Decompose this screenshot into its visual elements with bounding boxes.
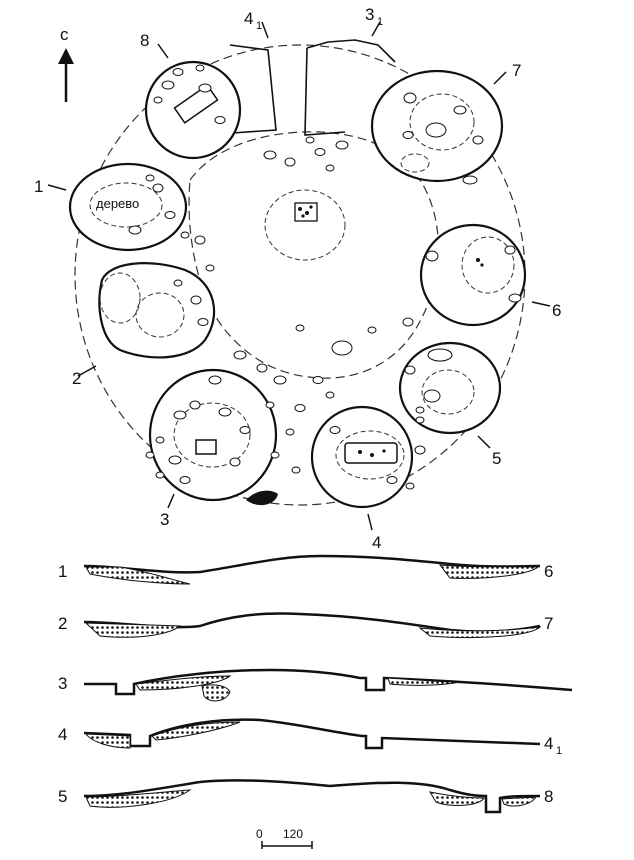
- label-leaders: [47, 21, 551, 531]
- label-pit-7: 7: [512, 61, 521, 80]
- label-pit-4: 4: [372, 533, 381, 552]
- pit-6: [419, 223, 527, 327]
- wood-label: дерево: [96, 196, 139, 211]
- label-pit-6: 6: [552, 301, 561, 320]
- label-pit-8: 8: [140, 31, 149, 50]
- label-passage-4-1: 4: [244, 9, 253, 28]
- pit-8: [144, 60, 242, 160]
- scale-bar: 0 120: [256, 827, 313, 849]
- profile-1-left-label: 1: [58, 562, 67, 581]
- label-passage-3-1-sub: 1: [377, 16, 383, 28]
- profile-4-left-label: 4: [58, 725, 67, 744]
- pit-2: [98, 262, 216, 359]
- scattered-stones: [145, 136, 426, 490]
- profile-1: 1 6: [58, 554, 553, 585]
- profile-2-right-label: 7: [544, 614, 553, 633]
- profile-1-right-label: 6: [544, 562, 553, 581]
- scale-value: 120: [283, 827, 303, 841]
- passage-4-1: [229, 44, 277, 134]
- profile-2-left-label: 2: [58, 614, 67, 633]
- passage-3-1: [304, 39, 396, 136]
- profile-3: 3: [58, 668, 573, 702]
- pit-4: [310, 405, 414, 509]
- inner-dashed-boundary: [188, 131, 439, 379]
- label-pit-1: 1: [34, 177, 43, 196]
- pit-1: дерево: [68, 162, 188, 252]
- profile-2: 2 7: [58, 612, 553, 639]
- label-pit-2: 2: [72, 369, 81, 388]
- central-hearth: [294, 202, 318, 222]
- label-pit-3: 3: [160, 510, 169, 529]
- label-passage-3-1: 3: [365, 5, 374, 24]
- profile-4-right-sub: 1: [556, 745, 562, 757]
- north-letter: с: [60, 25, 69, 44]
- pit-3: [148, 368, 278, 506]
- label-pit-5: 5: [492, 449, 501, 468]
- profile-5: 5 8: [58, 779, 553, 814]
- pit-5: [398, 341, 502, 435]
- pit-7: [370, 69, 504, 185]
- central-hearth-ring: [264, 189, 346, 261]
- profile-3-left-label: 3: [58, 674, 67, 693]
- profile-4-right-label: 4: [544, 734, 553, 753]
- north-arrow: с: [58, 25, 74, 102]
- profile-5-left-label: 5: [58, 787, 67, 806]
- scale-zero: 0: [256, 827, 263, 841]
- profile-4: 4 4 1: [58, 718, 562, 757]
- profile-5-right-label: 8: [544, 787, 553, 806]
- label-passage-4-1-sub: 1: [256, 20, 262, 32]
